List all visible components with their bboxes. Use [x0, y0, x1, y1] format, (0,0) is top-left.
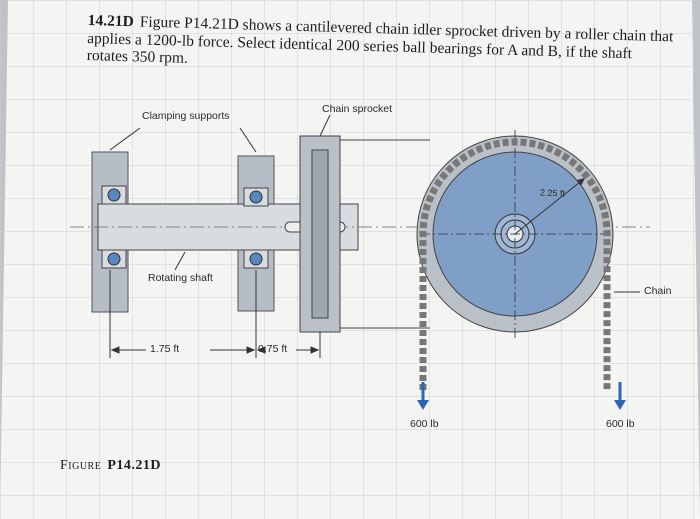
- label-chain: Chain: [644, 285, 672, 297]
- label-clamping-supports: Clamping supports: [142, 110, 230, 122]
- force-arrow-left-icon: [417, 382, 429, 410]
- shaft-assembly-diagram: [70, 114, 650, 358]
- caption-number: P14.21D: [107, 458, 162, 473]
- label-chain-sprocket: Chain sprocket: [322, 103, 393, 115]
- figure-caption: Figure P14.21D: [60, 458, 161, 474]
- bearing-a-icon: [101, 185, 127, 269]
- label-force-right: 600 lb: [606, 418, 635, 430]
- label-dim-1-75: 1.75 ft: [150, 343, 180, 355]
- label-dim-0-75: 0.75 ft: [258, 343, 288, 355]
- sprocket-side-view: [299, 135, 430, 333]
- problem-number: 14.21D: [87, 12, 135, 31]
- label-force-left: 600 lb: [410, 418, 439, 430]
- label-rotating-shaft: Rotating shaft: [148, 272, 213, 284]
- bearing-b-icon: [243, 187, 269, 269]
- force-arrow-right-icon: [614, 382, 626, 410]
- dimension-lines: [109, 270, 321, 358]
- label-radius: 2.25 ft: [539, 187, 566, 199]
- caption-prefix: Figure: [60, 458, 102, 473]
- roller-chain: [419, 138, 611, 390]
- sprocket-front-view: [416, 130, 640, 410]
